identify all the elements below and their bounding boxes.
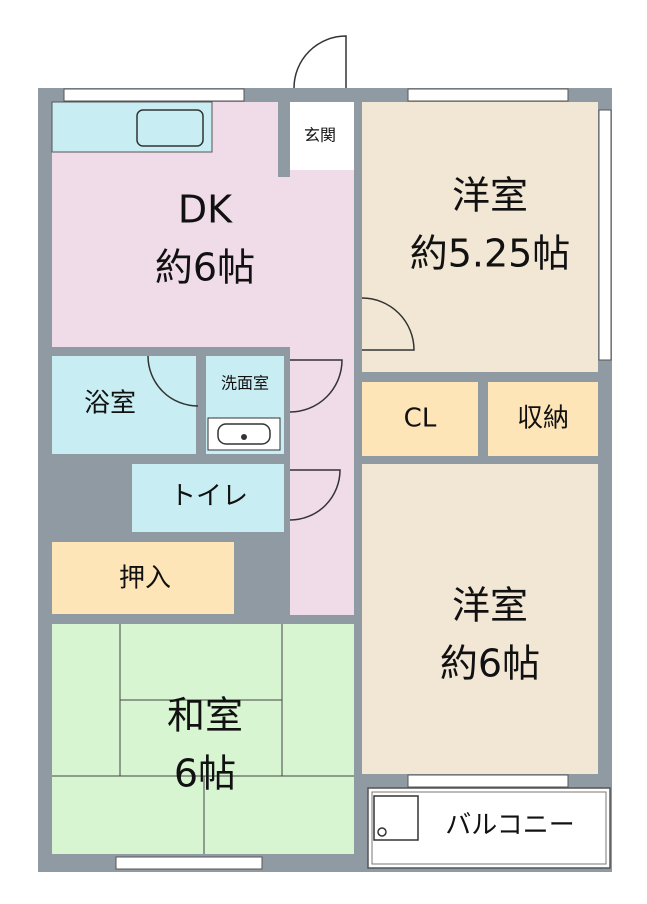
- japanese-name: 和室: [167, 694, 243, 738]
- western2-name: 洋室: [452, 584, 528, 628]
- cl-label: CL: [404, 404, 437, 434]
- storage-closet: [488, 382, 598, 456]
- dk-name: DK: [178, 188, 233, 232]
- door-swing-icon: [289, 359, 343, 413]
- washroom-label: 洗面室: [221, 374, 269, 393]
- western2-size: 約6帖: [440, 642, 540, 686]
- door-swing-icon: [289, 469, 341, 521]
- entrance-room: [290, 102, 354, 170]
- balcony-label: バルコニー: [445, 811, 574, 841]
- drain-icon: [241, 434, 247, 440]
- bath-room: [52, 356, 196, 454]
- drain-outlet-icon: [377, 827, 387, 837]
- toilet-room: [132, 464, 284, 532]
- front-door-icon: [292, 35, 348, 89]
- bath-label: 浴室: [84, 389, 136, 419]
- sink-icon: [136, 109, 204, 147]
- windows: [63, 88, 612, 870]
- hallway: [290, 347, 354, 615]
- cl-closet: [362, 382, 478, 456]
- western1-name: 洋室: [452, 174, 528, 218]
- western-room-2: [362, 464, 598, 774]
- oshiire-label: 押入: [119, 564, 171, 594]
- entrance-wall: [278, 102, 290, 177]
- japanese-size: 6帖: [174, 752, 236, 796]
- western1-size: 約5.25帖: [410, 232, 571, 276]
- tatami-lines: [52, 624, 354, 854]
- japanese-room: [52, 624, 354, 854]
- entrance-label: 玄関: [304, 126, 336, 145]
- toilet-label: トイレ: [170, 482, 248, 512]
- oshiire-closet: [52, 542, 234, 614]
- door-swing-icon: [147, 355, 199, 407]
- dk-size: 約6帖: [155, 246, 255, 290]
- western-room-1: [362, 102, 598, 372]
- storage-label: 収納: [517, 404, 569, 434]
- ac-unit-icon: [373, 795, 419, 841]
- door-swing-icon: [361, 297, 415, 351]
